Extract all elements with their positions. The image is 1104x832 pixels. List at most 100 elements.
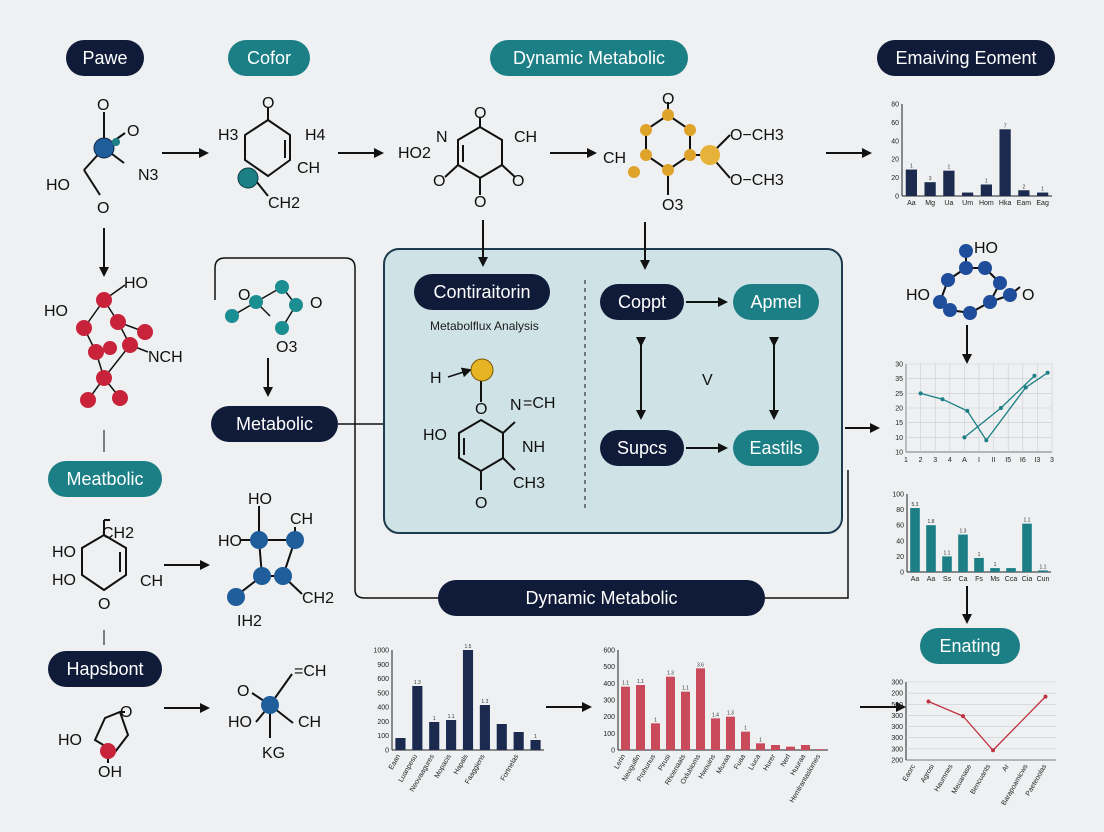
chem-label: O bbox=[97, 97, 109, 114]
chart-y-tick-label: 300 bbox=[603, 698, 615, 705]
chart-data-label: 1 bbox=[654, 717, 657, 723]
chem-label: O bbox=[474, 194, 486, 211]
chart-bar bbox=[962, 192, 974, 196]
chem-label: O bbox=[433, 173, 445, 190]
chart-data-label: 1.1 bbox=[1040, 564, 1047, 570]
chart-x-tick-label: Fortnelas bbox=[500, 753, 521, 782]
panel-title: Contiraitorin bbox=[414, 274, 550, 310]
chart-x-tick-label: Ca bbox=[959, 576, 968, 583]
chart-y-tick-label: 15 bbox=[895, 420, 903, 427]
chem-label: =CH bbox=[294, 663, 326, 680]
chem-label: HO bbox=[44, 303, 68, 320]
chart-y-tick-label: 300 bbox=[891, 680, 903, 687]
chart-x-tick-label: Eag bbox=[1036, 200, 1049, 207]
chart-y-tick-label: 0 bbox=[900, 570, 904, 577]
chart-bar bbox=[786, 746, 795, 750]
chart-data-label: 1 bbox=[910, 164, 913, 170]
panel-subtitle: Metabolflux Analysis bbox=[430, 319, 539, 333]
atom-icon bbox=[684, 124, 696, 136]
chart-x-tick-label: Bencuants bbox=[969, 763, 992, 796]
atom-icon bbox=[959, 244, 973, 258]
atom-icon bbox=[959, 261, 973, 275]
chart-bar bbox=[479, 705, 490, 750]
chem-label: HO bbox=[52, 572, 76, 589]
node-copt: Coppt bbox=[600, 284, 684, 320]
chart-y-tick-label: 40 bbox=[896, 538, 904, 545]
chem-label: H bbox=[430, 370, 442, 387]
chart-x-tick-label: Fuaa bbox=[733, 753, 747, 770]
chart-data-label: 1.1 bbox=[1024, 518, 1031, 524]
chart-bar bbox=[696, 668, 705, 750]
chart-bar bbox=[651, 723, 660, 750]
atom-icon bbox=[684, 149, 696, 161]
chart-x-tick-label: Fs bbox=[975, 576, 983, 583]
atom-icon bbox=[225, 309, 239, 323]
chart-bar bbox=[496, 724, 507, 750]
chart-x-tick-label: Hemlrantaslomes bbox=[789, 753, 823, 804]
atom-icon bbox=[112, 138, 120, 146]
chart-y-tick-label: 35 bbox=[895, 376, 903, 383]
atom-icon bbox=[110, 314, 126, 330]
chart-x-tick-label: 1 bbox=[904, 457, 908, 464]
chart-bar bbox=[681, 691, 690, 750]
chem-label: CH2 bbox=[102, 525, 134, 542]
chart-y-tick-label: 500 bbox=[603, 664, 615, 671]
chem-label: HO2 bbox=[398, 145, 431, 162]
chem-label: O bbox=[127, 123, 139, 140]
chart-y-tick-label: 10 bbox=[895, 435, 903, 442]
chart-x-tick-label: Ua bbox=[944, 200, 953, 207]
chart-y-tick-label: 80 bbox=[891, 102, 899, 109]
chart-y-tick-label: 100 bbox=[377, 733, 389, 740]
chart-x-tick-label: 2 bbox=[919, 457, 923, 464]
chart-x-tick-label: Muxaa bbox=[716, 753, 733, 775]
chart-x-tick-label: 3 bbox=[933, 457, 937, 464]
chart-bar bbox=[910, 508, 920, 572]
bracket-connector-right bbox=[765, 470, 849, 599]
node-apmel: Apmel bbox=[733, 284, 819, 320]
chart-x-tick-label: I6 bbox=[1020, 457, 1026, 464]
chart-y-tick-label: 400 bbox=[377, 705, 389, 712]
chart-point bbox=[1023, 385, 1028, 390]
chart-bar bbox=[412, 686, 423, 750]
chart-data-label: 1.3 bbox=[960, 529, 967, 535]
chart-x-tick-label: Haumnes bbox=[934, 763, 955, 793]
chart-bar bbox=[958, 534, 968, 572]
chart-bar bbox=[771, 745, 780, 750]
chart-bar bbox=[990, 568, 1000, 572]
atom-icon bbox=[662, 164, 674, 176]
atom-icon bbox=[274, 567, 292, 585]
chart-x-tick-label: Hurer bbox=[762, 753, 777, 772]
chart-y-tick-label: 100 bbox=[892, 492, 904, 499]
atom-icon bbox=[100, 743, 116, 759]
atom-icon bbox=[963, 306, 977, 320]
atom-icon bbox=[96, 292, 112, 308]
chart-y-tick-label: 40 bbox=[891, 138, 899, 145]
chem-label: O bbox=[120, 704, 132, 721]
chart-bar bbox=[943, 170, 955, 196]
chart-data-label: 1 bbox=[534, 734, 537, 740]
chart-bar bbox=[801, 745, 810, 750]
chem-label: CH bbox=[514, 129, 537, 146]
chart-data-label: 1.1 bbox=[622, 681, 629, 687]
chart-y-tick-label: 0 bbox=[385, 748, 389, 755]
chart-point bbox=[1045, 370, 1050, 375]
atom-icon bbox=[112, 390, 128, 406]
chart-x-tick-label: II bbox=[992, 457, 996, 464]
chem-label: CH bbox=[290, 511, 313, 528]
chart-bar bbox=[429, 722, 440, 750]
chart-point bbox=[926, 699, 931, 704]
chart-x-tick-label: Ms bbox=[990, 576, 1000, 583]
atom-icon bbox=[286, 531, 304, 549]
chart-bar bbox=[741, 731, 750, 750]
chart-y-tick-label: 60 bbox=[891, 120, 899, 127]
atom-icon bbox=[700, 145, 720, 165]
chart-bar bbox=[980, 184, 992, 196]
chart-data-label: 1.1 bbox=[682, 686, 689, 692]
chart-y-tick-label: 0 bbox=[895, 194, 899, 201]
chem-label: HO bbox=[52, 544, 76, 561]
chart-bar bbox=[1037, 192, 1049, 196]
chart-x-tick-label: Hapals bbox=[453, 753, 470, 776]
header-dynamic-metabolic: Dynamic Metabolic bbox=[490, 40, 688, 76]
